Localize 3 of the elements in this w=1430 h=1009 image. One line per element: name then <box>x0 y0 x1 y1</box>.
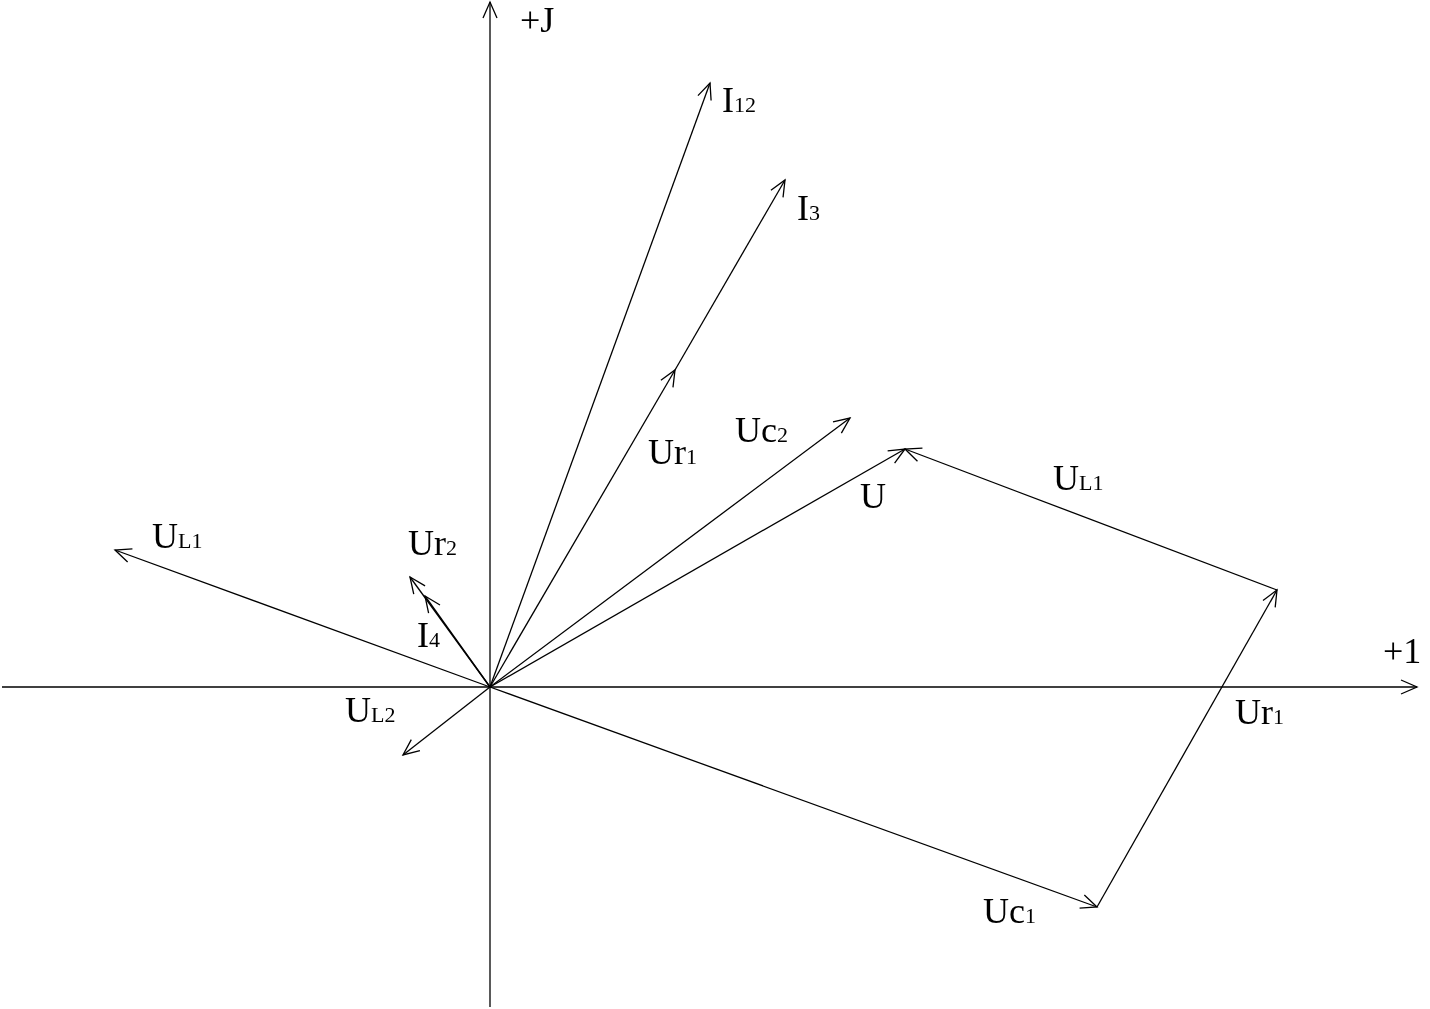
axis-label: +1 <box>1383 633 1422 669</box>
axis-label: +J <box>520 2 555 38</box>
vector-label: U <box>860 478 886 514</box>
